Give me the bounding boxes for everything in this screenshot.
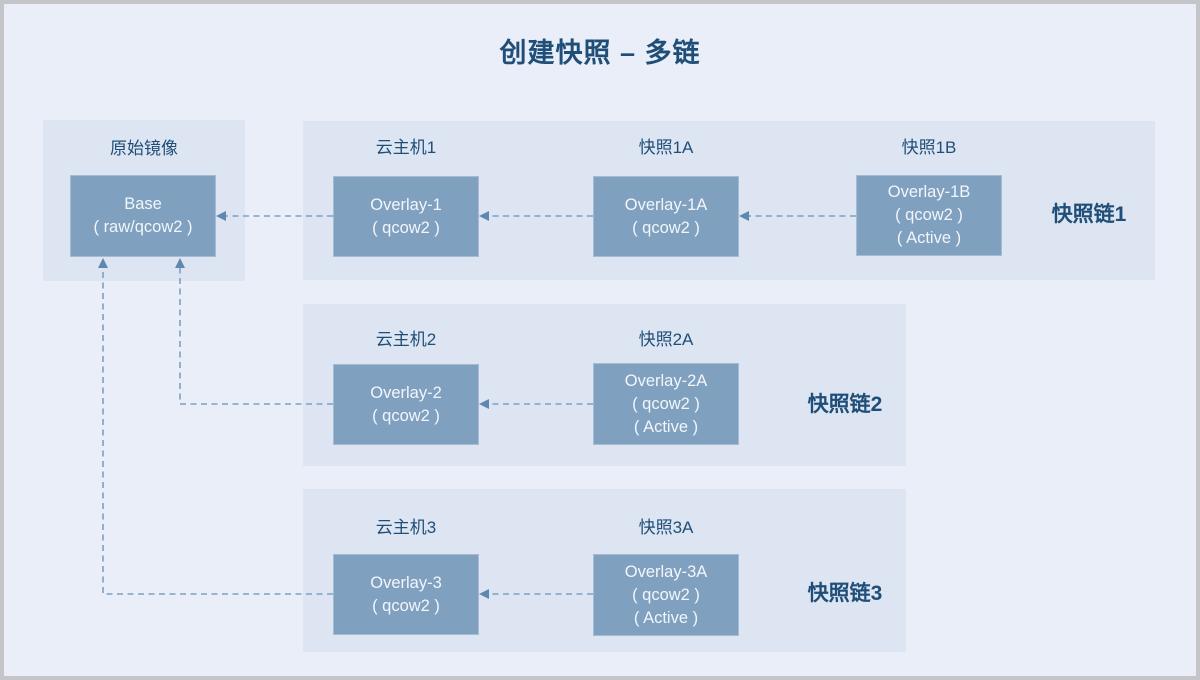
node-format: ( qcow2 ): [372, 406, 440, 425]
node-name: Base: [124, 195, 162, 213]
chain1-snap1b-label: 快照1B: [901, 138, 957, 157]
chain-3-title: 快照链3: [807, 582, 883, 605]
node-format: ( qcow2 ): [372, 218, 440, 237]
node-format: ( raw/qcow2 ): [93, 218, 193, 236]
chain1-snap1a-label: 快照1A: [638, 138, 694, 157]
node-format: ( qcow2 ): [632, 218, 700, 237]
overlay-2-node: Overlay-2 ( qcow2 ): [333, 364, 479, 445]
chain2-snap2a-label: 快照2A: [638, 330, 694, 349]
node-name: Overlay-1B: [887, 183, 971, 201]
node-name: Overlay-1: [370, 195, 442, 214]
chain-2-title: 快照链2: [807, 393, 883, 416]
node-status: ( Active ): [633, 417, 699, 436]
chain1-host-label: 云主机1: [375, 138, 437, 157]
node-format: ( qcow2 ): [632, 585, 700, 604]
overlay-1-node: Overlay-1 ( qcow2 ): [333, 176, 479, 257]
overlay-3a-node: Overlay-3A ( qcow2 ) ( Active ): [593, 554, 739, 636]
base-image-node: Base ( raw/qcow2 ): [70, 175, 216, 257]
node-name: Overlay-3A: [624, 562, 708, 581]
node-format: ( qcow2 ): [372, 596, 440, 615]
node-status: ( Active ): [896, 229, 962, 247]
node-format: ( qcow2 ): [632, 394, 700, 413]
overlay-3-node: Overlay-3 ( qcow2 ): [333, 554, 479, 635]
chain3-snap3a-label: 快照3A: [638, 518, 694, 537]
chain-1-title: 快照链1: [1051, 203, 1127, 226]
node-name: Overlay-2A: [624, 371, 708, 390]
overlay-2a-node: Overlay-2A ( qcow2 ) ( Active ): [593, 363, 739, 445]
slide-title: 创建快照 – 多链: [499, 38, 701, 68]
node-format: ( qcow2 ): [895, 206, 963, 224]
chain2-host-label: 云主机2: [375, 330, 437, 349]
overlay-1b-node: Overlay-1B ( qcow2 ) ( Active ): [856, 175, 1002, 256]
node-name: Overlay-2: [370, 383, 442, 402]
node-name: Overlay-1A: [624, 195, 708, 214]
arrow-overlay3-to-base: [98, 258, 333, 595]
overlay-1a-node: Overlay-1A ( qcow2 ): [593, 176, 739, 257]
node-status: ( Active ): [633, 608, 699, 627]
node-name: Overlay-3: [370, 573, 442, 592]
base-image-label: 原始镜像: [110, 139, 178, 158]
chain3-host-label: 云主机3: [375, 518, 437, 537]
